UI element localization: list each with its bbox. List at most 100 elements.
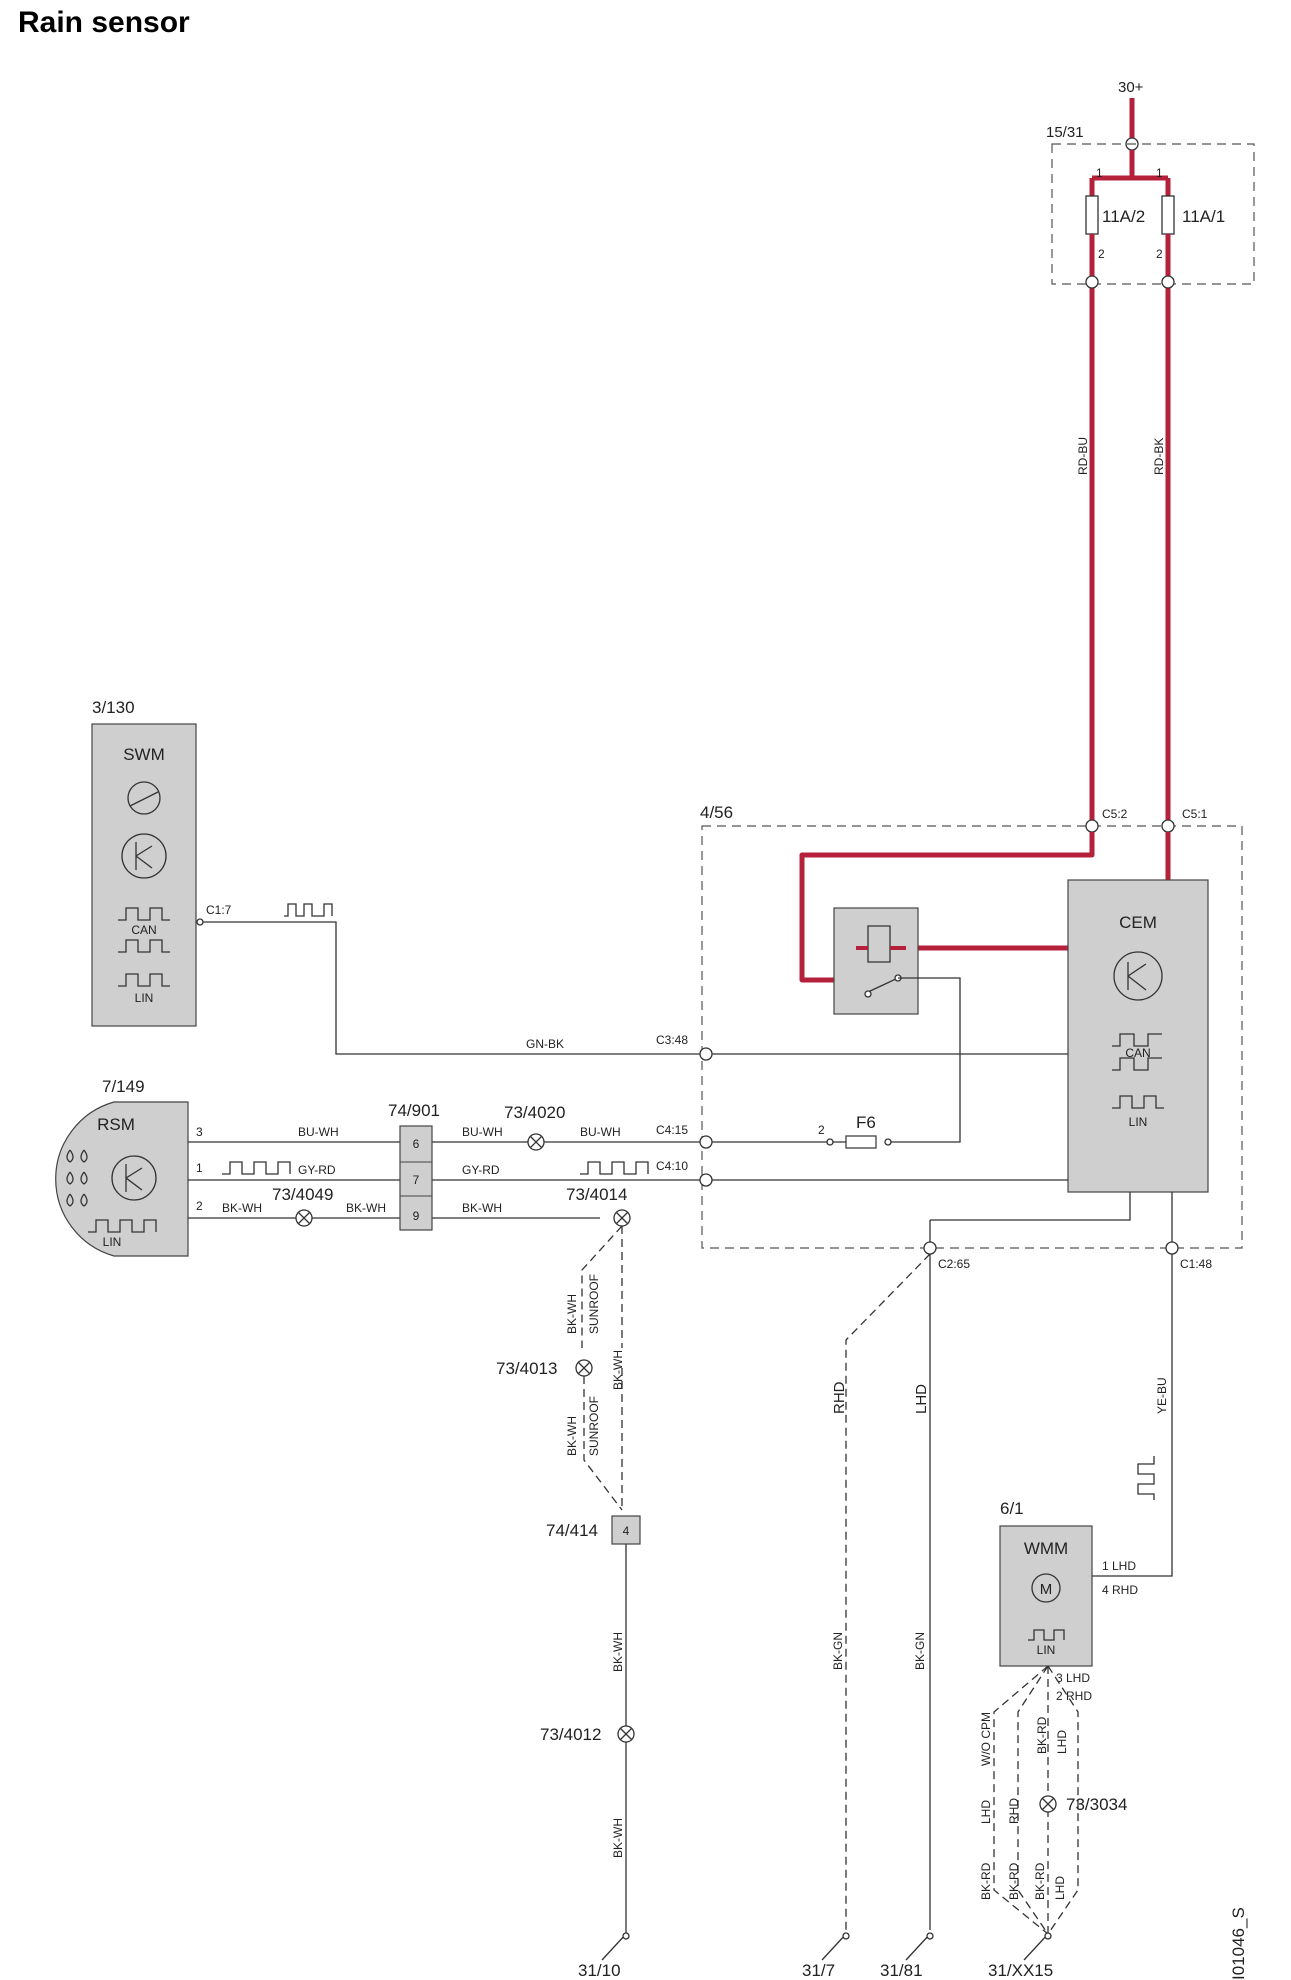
wire-bk-wh-sunroof-2: BK-WH <box>565 1416 579 1456</box>
cem-box <box>1067 879 1209 1193</box>
ground-31-7: 31/7 <box>802 1961 835 1980</box>
wire-label-gn-bk: GN-BK <box>526 1037 564 1051</box>
swm-module: 3/130 SWM CAN LIN C1:7 GN-BK <box>91 698 713 1061</box>
fuse-b-pin-2: 2 <box>1156 247 1163 261</box>
wire-bk-rd-4: BK-RD <box>1033 1862 1047 1900</box>
splice-73-4014-icon <box>613 1209 631 1227</box>
connector-74-414-id: 74/414 <box>546 1521 598 1540</box>
swm-id: 3/130 <box>92 698 135 717</box>
rsm-lin-icon <box>88 1219 157 1233</box>
ground-31-10: 31/10 <box>578 1961 621 1980</box>
ground-31-xx15: 31/XX15 <box>988 1961 1053 1980</box>
splice-73-4020-icon <box>527 1133 545 1151</box>
pin-c5-2: C5:2 <box>1102 807 1128 821</box>
rsm-pin-2: 2 <box>196 1199 203 1213</box>
ground-branch-rhd-lhd: RHD LHD BK-GN BK-GN 31/7 31/81 <box>802 1253 934 1980</box>
variant-sunroof-1: SUNROOF <box>587 1274 601 1334</box>
wmm-pin-2: 2 RHD <box>1056 1689 1092 1703</box>
fuse-b-pin-1: 1 <box>1156 166 1163 180</box>
wmm-pin-1: 1 LHD <box>1102 1559 1136 1573</box>
rsm-id: 7/149 <box>102 1077 145 1096</box>
wire-bk-rd-2: BK-RD <box>979 1862 993 1900</box>
splice-73-4013-icon <box>575 1359 593 1377</box>
splice-73-4049-icon <box>295 1209 313 1227</box>
supply-label: 30+ <box>1118 79 1144 96</box>
wmm-lin-icon <box>1028 1629 1065 1641</box>
rsm-module: 7/149 RSM LIN 3 1 2 <box>55 1077 203 1257</box>
connector-74-901 <box>399 1125 433 1231</box>
connector-pin-6: 6 <box>413 1137 420 1151</box>
feed-wires <box>1089 286 1171 822</box>
wmm-id: 6/1 <box>1000 1499 1024 1518</box>
variant-lhd-3: LHD <box>1053 1876 1067 1900</box>
wire-label-rd-bu: RD-BU <box>1076 437 1090 475</box>
splice-73-4014-label: 73/4014 <box>566 1185 627 1204</box>
can-waveform-icon <box>284 903 333 917</box>
variant-sunroof-2: SUNROOF <box>587 1396 601 1456</box>
fusebox-15-31: 15/31 1 1 11A/2 11A/1 2 2 <box>1046 124 1255 285</box>
swm-lin-label: LIN <box>135 991 154 1005</box>
rsm-name: RSM <box>97 1115 135 1134</box>
wmm-module: YE-BU 6/1 WMM M LIN 1 LHD 4 RHD 3 LHD 2 … <box>979 1254 1173 1980</box>
variant-lhd: LHD <box>913 1384 930 1414</box>
lin-waveform-icon-2 <box>580 1161 649 1175</box>
cem-can-label: CAN <box>1125 1046 1150 1060</box>
swm-can-icon <box>118 907 170 953</box>
connector-74-414 <box>611 1515 641 1545</box>
ground-branch-31-10: BK-WH SUNROOF BK-WH 73/4013 BK-WH SUNROO… <box>496 1225 641 1980</box>
wire-bk-rd-3: BK-RD <box>1007 1862 1021 1900</box>
can-signal-icon <box>1112 1033 1162 1071</box>
pin-c4-15: C4:15 <box>656 1123 688 1137</box>
splice-73-4049-label: 73/4049 <box>272 1185 333 1204</box>
wire-bk-wh-1: BK-WH <box>222 1201 262 1215</box>
wire-bk-wh-sunroof-main: BK-WH <box>611 1350 625 1390</box>
swm-pin-c1-7: C1:7 <box>206 903 232 917</box>
fuse-f6: F6 <box>856 1113 876 1132</box>
variant-wo-cpm: W/O CPM <box>979 1712 993 1766</box>
fuse-a-pin-1: 1 <box>1096 166 1103 180</box>
wire-label-rd-bk: RD-BK <box>1152 438 1166 475</box>
rsm-transistor-icon <box>111 1155 157 1201</box>
swm-can-label: CAN <box>131 923 156 937</box>
variant-lhd-2: LHD <box>979 1800 993 1824</box>
pin-c3-48: C3:48 <box>656 1033 688 1047</box>
variant-rhd-2: RHD <box>1007 1798 1021 1824</box>
pin-c4-10: C4:10 <box>656 1159 688 1173</box>
pin-c5-1: C5:1 <box>1182 807 1208 821</box>
fusebox-id: 15/31 <box>1046 124 1084 141</box>
wire-bu-wh-2: BU-WH <box>462 1125 503 1139</box>
wire-bu-wh-3: BU-WH <box>580 1125 621 1139</box>
clock-spring-icon <box>127 781 161 815</box>
rsm-box <box>55 1101 189 1257</box>
splice-73-4012-label: 73/4012 <box>540 1725 601 1744</box>
swm-name: SWM <box>123 745 165 764</box>
wire-bu-wh-1: BU-WH <box>298 1125 339 1139</box>
rsm-lin-label: LIN <box>103 1235 122 1249</box>
rsm-pin-1: 1 <box>196 1161 203 1175</box>
cem-lin-label: LIN <box>1129 1115 1148 1129</box>
splice-73-3034-label: 73/3034 <box>1066 1795 1127 1814</box>
svg-text:M: M <box>1040 1581 1053 1598</box>
splice-73-3034-icon <box>1039 1795 1057 1813</box>
figure-code: I01046_S <box>1229 1907 1248 1980</box>
splice-73-4013-label: 73/4013 <box>496 1359 557 1378</box>
wire-bk-wh-sunroof-1: BK-WH <box>565 1294 579 1334</box>
wire-bk-wh-2: BK-WH <box>346 1201 386 1215</box>
lin-waveform-icon-3 <box>1137 1456 1155 1500</box>
fuse-a-symbol <box>1085 195 1099 235</box>
rsm-pin-3: 3 <box>196 1125 203 1139</box>
pin-c1-48: C1:48 <box>1180 1257 1212 1271</box>
raindrops-icon <box>66 1149 88 1207</box>
connector-pin-7: 7 <box>413 1173 420 1187</box>
swm-lin-icon <box>118 973 170 987</box>
fuse-a-label: 11A/2 <box>1102 207 1145 226</box>
f6-pin: 2 <box>818 1123 825 1137</box>
swm-transistor-icon <box>121 833 167 879</box>
cem-boundary <box>701 825 1243 1249</box>
connector-74-901-id: 74/901 <box>388 1101 440 1120</box>
lin-waveform-icon-1 <box>222 1161 291 1175</box>
connector-pin-9: 9 <box>413 1209 420 1223</box>
fuse-b-label: 11A/1 <box>1182 207 1225 226</box>
wire-bk-wh-4: BK-WH <box>611 1818 625 1858</box>
